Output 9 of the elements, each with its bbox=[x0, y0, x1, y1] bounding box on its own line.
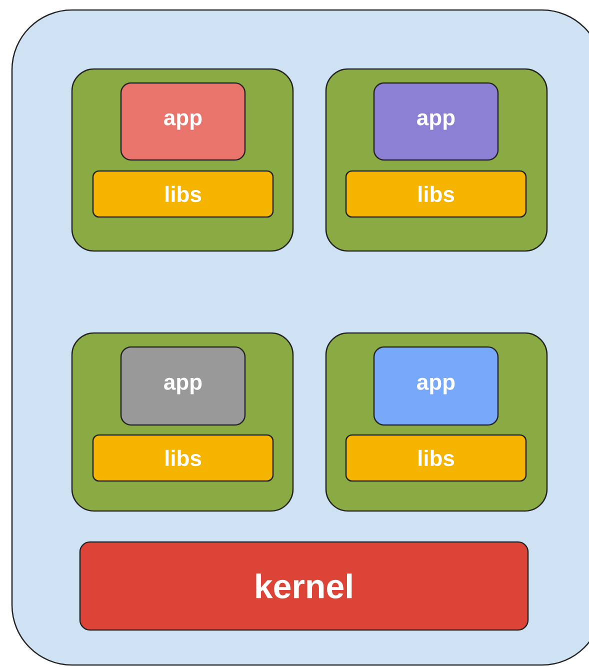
libs-box: libs bbox=[345, 434, 527, 482]
kernel-box: kernel bbox=[79, 541, 529, 631]
libs-box: libs bbox=[92, 170, 274, 218]
libs-box: libs bbox=[345, 170, 527, 218]
app-box: app bbox=[120, 346, 246, 426]
libs-box: libs bbox=[92, 434, 274, 482]
app-box: app bbox=[373, 346, 499, 426]
app-box: app bbox=[120, 82, 246, 161]
app-box: app bbox=[373, 82, 499, 161]
